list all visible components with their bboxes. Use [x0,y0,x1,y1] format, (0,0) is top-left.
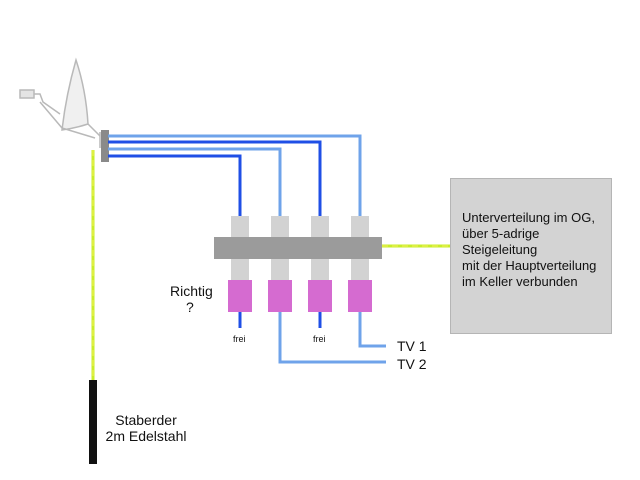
info-line: im Keller verbunden [462,274,578,289]
richtig-label: Richtig [170,283,213,299]
f-connector-bottom-4 [351,258,369,282]
cable-output-tv2 [278,312,386,364]
f-connector-top-2 [271,216,289,238]
cable-output-tv1 [358,312,386,348]
cable-input-4 [108,134,362,218]
tv2-label: TV 2 [397,356,427,372]
info-line: über 5-adrige [462,226,540,241]
info-line: Unterverteilung im OG, [462,210,595,225]
cable-input-1 [108,154,242,218]
f-connector-top-3 [311,216,329,238]
lnb-output-block [101,130,109,162]
f-connector-top-4 [351,216,369,238]
tv1-label: TV 1 [397,338,427,354]
staberder-label-line2: 2m Edelstahl [105,428,187,444]
staberder-label: Staberder 2m Edelstahl [98,412,194,444]
frei-label-1: frei [233,334,246,344]
info-line: Steigeleitung [462,242,538,257]
f-connector-top-1 [231,216,249,238]
splitter-2 [268,280,292,312]
satellite-dish-icon [19,57,101,148]
f-connector-bottom-2 [271,258,289,282]
question-mark-label: ? [186,299,194,315]
splitter-4 [348,280,372,312]
info-line: mit der Hauptverteilung [462,258,597,273]
f-connector-bottom-3 [311,258,329,282]
subdistribution-info-box: Unterverteilung im OG, über 5-adrige Ste… [450,178,612,334]
ground-rod [89,380,97,464]
multiswitch-body [214,237,382,259]
subdistribution-info-text: Unterverteilung im OG, über 5-adrige Ste… [462,210,596,290]
cable-input-2 [108,147,282,218]
cable-input-3 [108,140,322,218]
f-connector-bottom-1 [231,258,249,282]
staberder-label-line1: Staberder [115,412,177,428]
frei-label-2: frei [313,334,326,344]
splitter-1 [228,280,252,312]
splitter-3 [308,280,332,312]
